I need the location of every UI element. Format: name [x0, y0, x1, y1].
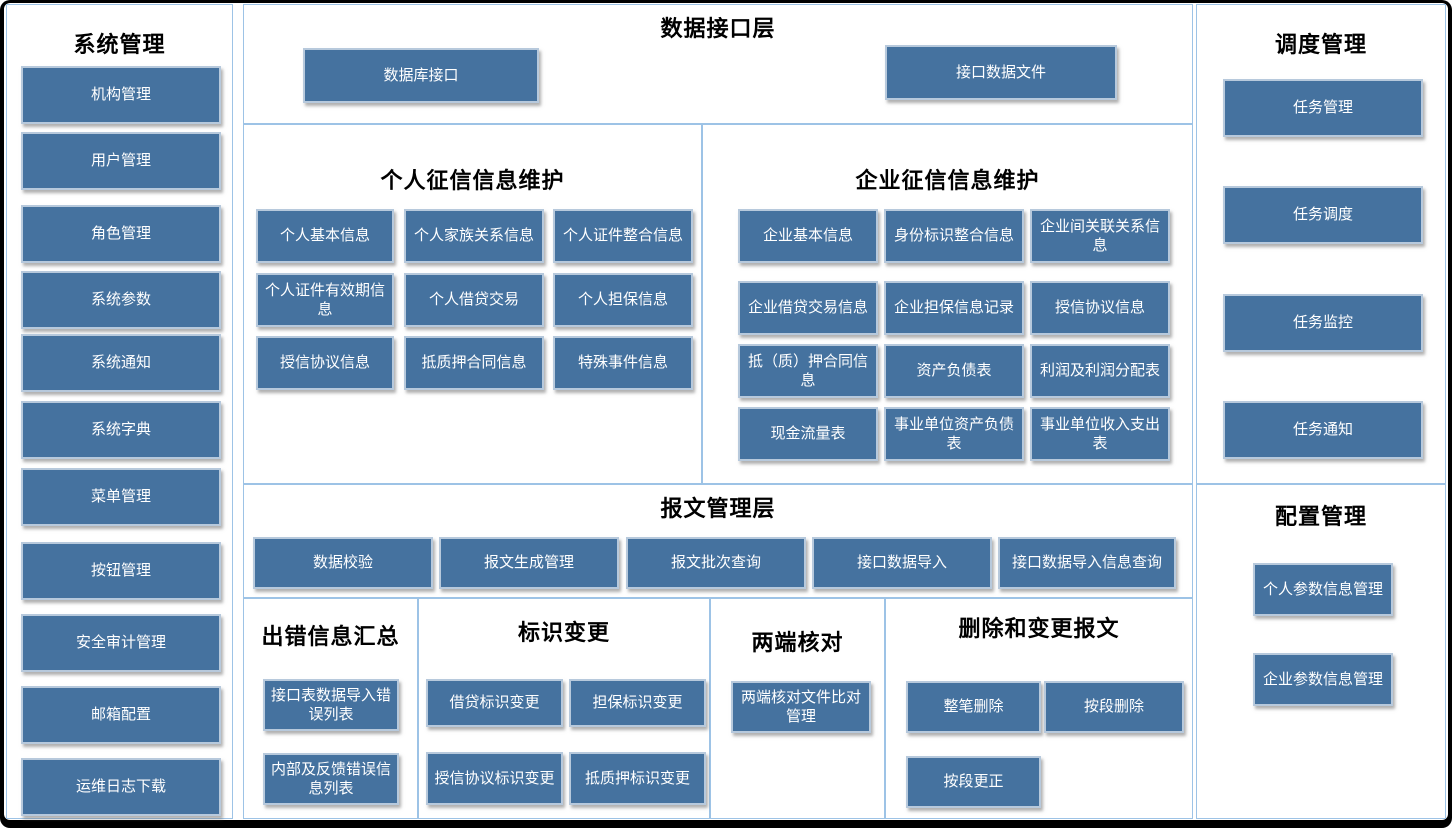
module-button-management[interactable]: 按钮管理 — [21, 542, 221, 600]
module-segment-delete[interactable]: 按段删除 — [1044, 681, 1184, 733]
module-role-management[interactable]: 角色管理 — [21, 205, 221, 263]
panel-title-delete-and-change: 删除和变更报文 — [958, 617, 1120, 642]
module-identity-id-integration-info[interactable]: 身份标识整合信息 — [884, 209, 1024, 263]
module-system-parameters[interactable]: 系统参数 — [21, 271, 221, 329]
module-personal-guarantee-info[interactable]: 个人担保信息 — [553, 273, 693, 327]
module-interface-data-file[interactable]: 接口数据文件 — [885, 45, 1117, 100]
module-personal-basic-info[interactable]: 个人基本信息 — [256, 209, 394, 263]
module-task-management[interactable]: 任务管理 — [1223, 79, 1423, 137]
module-personal-certificate-integration[interactable]: 个人证件整合信息 — [553, 209, 693, 263]
module-personal-family-relation-info[interactable]: 个人家族关系信息 — [404, 209, 544, 263]
module-message-batch-query[interactable]: 报文批次查询 — [626, 537, 806, 589]
panel-data-interface-layer: 数据接口层 数据库接口 接口数据文件 — [243, 4, 1193, 124]
module-two-end-check-file-compare[interactable]: 两端核对文件比对管理 — [731, 681, 871, 733]
panel-enterprise-credit-maintenance: 企业征信信息维护 企业基本信息 身份标识整合信息 企业间关联关系信息 企业借贷交… — [702, 124, 1193, 484]
panel-title-personal-credit: 个人征信信息维护 — [380, 169, 565, 194]
module-message-generation-management[interactable]: 报文生成管理 — [439, 537, 619, 589]
module-user-management[interactable]: 用户管理 — [21, 132, 221, 190]
module-special-event-info[interactable]: 特殊事件信息 — [553, 336, 693, 390]
panel-title-two-end-check: 两端核对 — [751, 631, 844, 656]
module-cash-flow-statement[interactable]: 现金流量表 — [738, 407, 878, 461]
module-enterprise-guarantee-record[interactable]: 企业担保信息记录 — [884, 281, 1024, 335]
module-mortgage-pledge-contract-enterprise[interactable]: 抵（质）押合同信息 — [738, 344, 878, 398]
module-ops-log-download[interactable]: 运维日志下载 — [21, 758, 221, 816]
panel-title-scheduling: 调度管理 — [1274, 33, 1367, 58]
module-task-monitoring[interactable]: 任务监控 — [1223, 294, 1423, 352]
module-segment-correction[interactable]: 按段更正 — [906, 756, 1041, 808]
panel-message-management-layer: 报文管理层 数据校验 报文生成管理 报文批次查询 接口数据导入 接口数据导入信息… — [243, 484, 1193, 598]
panel-title-system-management: 系统管理 — [73, 33, 166, 58]
module-public-institution-income-expense[interactable]: 事业单位收入支出表 — [1030, 407, 1170, 461]
panel-title-enterprise-credit: 企业征信信息维护 — [855, 169, 1040, 194]
module-institution-management[interactable]: 机构管理 — [21, 66, 221, 124]
panel-title-error-summary: 出错信息汇总 — [261, 625, 400, 650]
module-system-dictionary[interactable]: 系统字典 — [21, 401, 221, 459]
module-credit-agreement-id-change[interactable]: 授信协议标识变更 — [426, 752, 563, 805]
module-loan-id-change[interactable]: 借贷标识变更 — [426, 679, 563, 727]
module-mortgage-pledge-contract-personal[interactable]: 抵质押合同信息 — [404, 336, 544, 390]
module-internal-feedback-error-list[interactable]: 内部及反馈错误信息列表 — [263, 753, 399, 805]
module-data-validation[interactable]: 数据校验 — [253, 537, 433, 589]
panel-id-change: 标识变更 借贷标识变更 担保标识变更 授信协议标识变更 抵质押标识变更 — [418, 598, 710, 819]
panel-personal-credit-maintenance: 个人征信信息维护 个人基本信息 个人家族关系信息 个人证件整合信息 个人证件有效… — [243, 124, 702, 484]
panel-system-management: 系统管理 机构管理 用户管理 角色管理 系统参数 系统通知 系统字典 菜单管理 … — [6, 4, 233, 819]
module-enterprise-loan-transaction-info[interactable]: 企业借贷交易信息 — [738, 281, 878, 335]
module-credit-agreement-info-enterprise[interactable]: 授信协议信息 — [1030, 281, 1170, 335]
module-security-audit-management[interactable]: 安全审计管理 — [21, 614, 221, 672]
module-interface-table-import-error-list[interactable]: 接口表数据导入错误列表 — [263, 679, 399, 731]
module-interface-data-import-info-query[interactable]: 接口数据导入信息查询 — [998, 537, 1176, 589]
module-task-scheduling[interactable]: 任务调度 — [1223, 186, 1423, 244]
module-whole-record-delete[interactable]: 整笔删除 — [906, 681, 1041, 733]
panel-title-message-management: 报文管理层 — [660, 497, 776, 522]
module-balance-sheet[interactable]: 资产负债表 — [884, 344, 1024, 398]
panel-scheduling-management: 调度管理 任务管理 任务调度 任务监控 任务通知 — [1196, 4, 1446, 484]
panel-config-management: 配置管理 个人参数信息管理 企业参数信息管理 — [1196, 484, 1446, 819]
module-enterprise-basic-info[interactable]: 企业基本信息 — [738, 209, 878, 263]
module-interface-data-import[interactable]: 接口数据导入 — [812, 537, 992, 589]
module-public-institution-balance-sheet[interactable]: 事业单位资产负债表 — [884, 407, 1024, 461]
panel-two-end-check: 两端核对 两端核对文件比对管理 — [710, 598, 885, 819]
panel-error-summary: 出错信息汇总 接口表数据导入错误列表 内部及反馈错误信息列表 — [243, 598, 418, 819]
module-profit-distribution-table[interactable]: 利润及利润分配表 — [1030, 344, 1170, 398]
module-credit-agreement-info-personal[interactable]: 授信协议信息 — [256, 336, 394, 390]
module-task-notification[interactable]: 任务通知 — [1223, 401, 1423, 459]
panel-title-data-interface-layer: 数据接口层 — [660, 17, 776, 42]
module-database-interface[interactable]: 数据库接口 — [303, 48, 539, 103]
module-enterprise-parameter-management[interactable]: 企业参数信息管理 — [1253, 653, 1393, 706]
module-menu-management[interactable]: 菜单管理 — [21, 468, 221, 526]
panel-delete-and-change-message: 删除和变更报文 整笔删除 按段删除 按段更正 — [885, 598, 1193, 819]
panel-title-id-change: 标识变更 — [517, 621, 610, 646]
panel-title-config: 配置管理 — [1274, 505, 1367, 530]
module-personal-parameter-management[interactable]: 个人参数信息管理 — [1253, 563, 1393, 616]
module-personal-loan-transaction[interactable]: 个人借贷交易 — [404, 273, 544, 327]
module-inter-enterprise-relation-info[interactable]: 企业间关联关系信息 — [1030, 209, 1170, 263]
module-mailbox-config[interactable]: 邮箱配置 — [21, 686, 221, 744]
module-personal-certificate-validity[interactable]: 个人证件有效期信息 — [256, 273, 394, 327]
module-guarantee-id-change[interactable]: 担保标识变更 — [569, 679, 706, 727]
module-system-notification[interactable]: 系统通知 — [21, 334, 221, 392]
module-mortgage-id-change[interactable]: 抵质押标识变更 — [569, 752, 706, 805]
